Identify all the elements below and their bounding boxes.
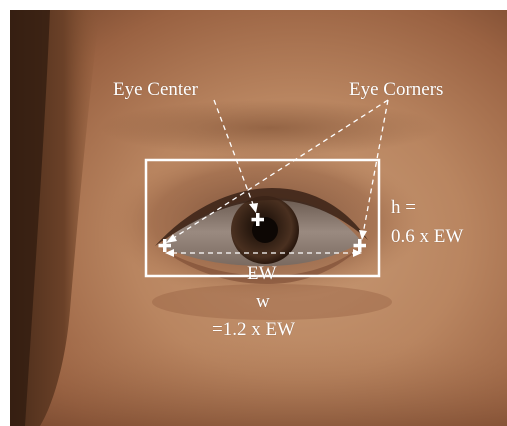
box-height-label: h = bbox=[391, 198, 416, 217]
box-height-formula: 0.6 x EW bbox=[391, 227, 463, 246]
left-corner-pointer-line bbox=[172, 100, 388, 239]
eye-width-label: EW bbox=[247, 264, 277, 283]
right-eye-corner-marker bbox=[354, 239, 367, 252]
eye-center-label: Eye Center bbox=[113, 80, 198, 99]
eye-center-pointer-line bbox=[214, 100, 254, 207]
right-corner-arrowhead bbox=[359, 230, 367, 240]
box-width-label: w bbox=[256, 292, 270, 311]
left-corner-arrowhead bbox=[166, 234, 177, 243]
eye-center-marker bbox=[252, 213, 265, 226]
eye-corners-label: Eye Corners bbox=[349, 80, 443, 99]
box-width-formula: =1.2 x EW bbox=[212, 320, 295, 339]
eye-center-arrowhead bbox=[249, 203, 258, 213]
right-corner-pointer-line bbox=[363, 100, 388, 234]
